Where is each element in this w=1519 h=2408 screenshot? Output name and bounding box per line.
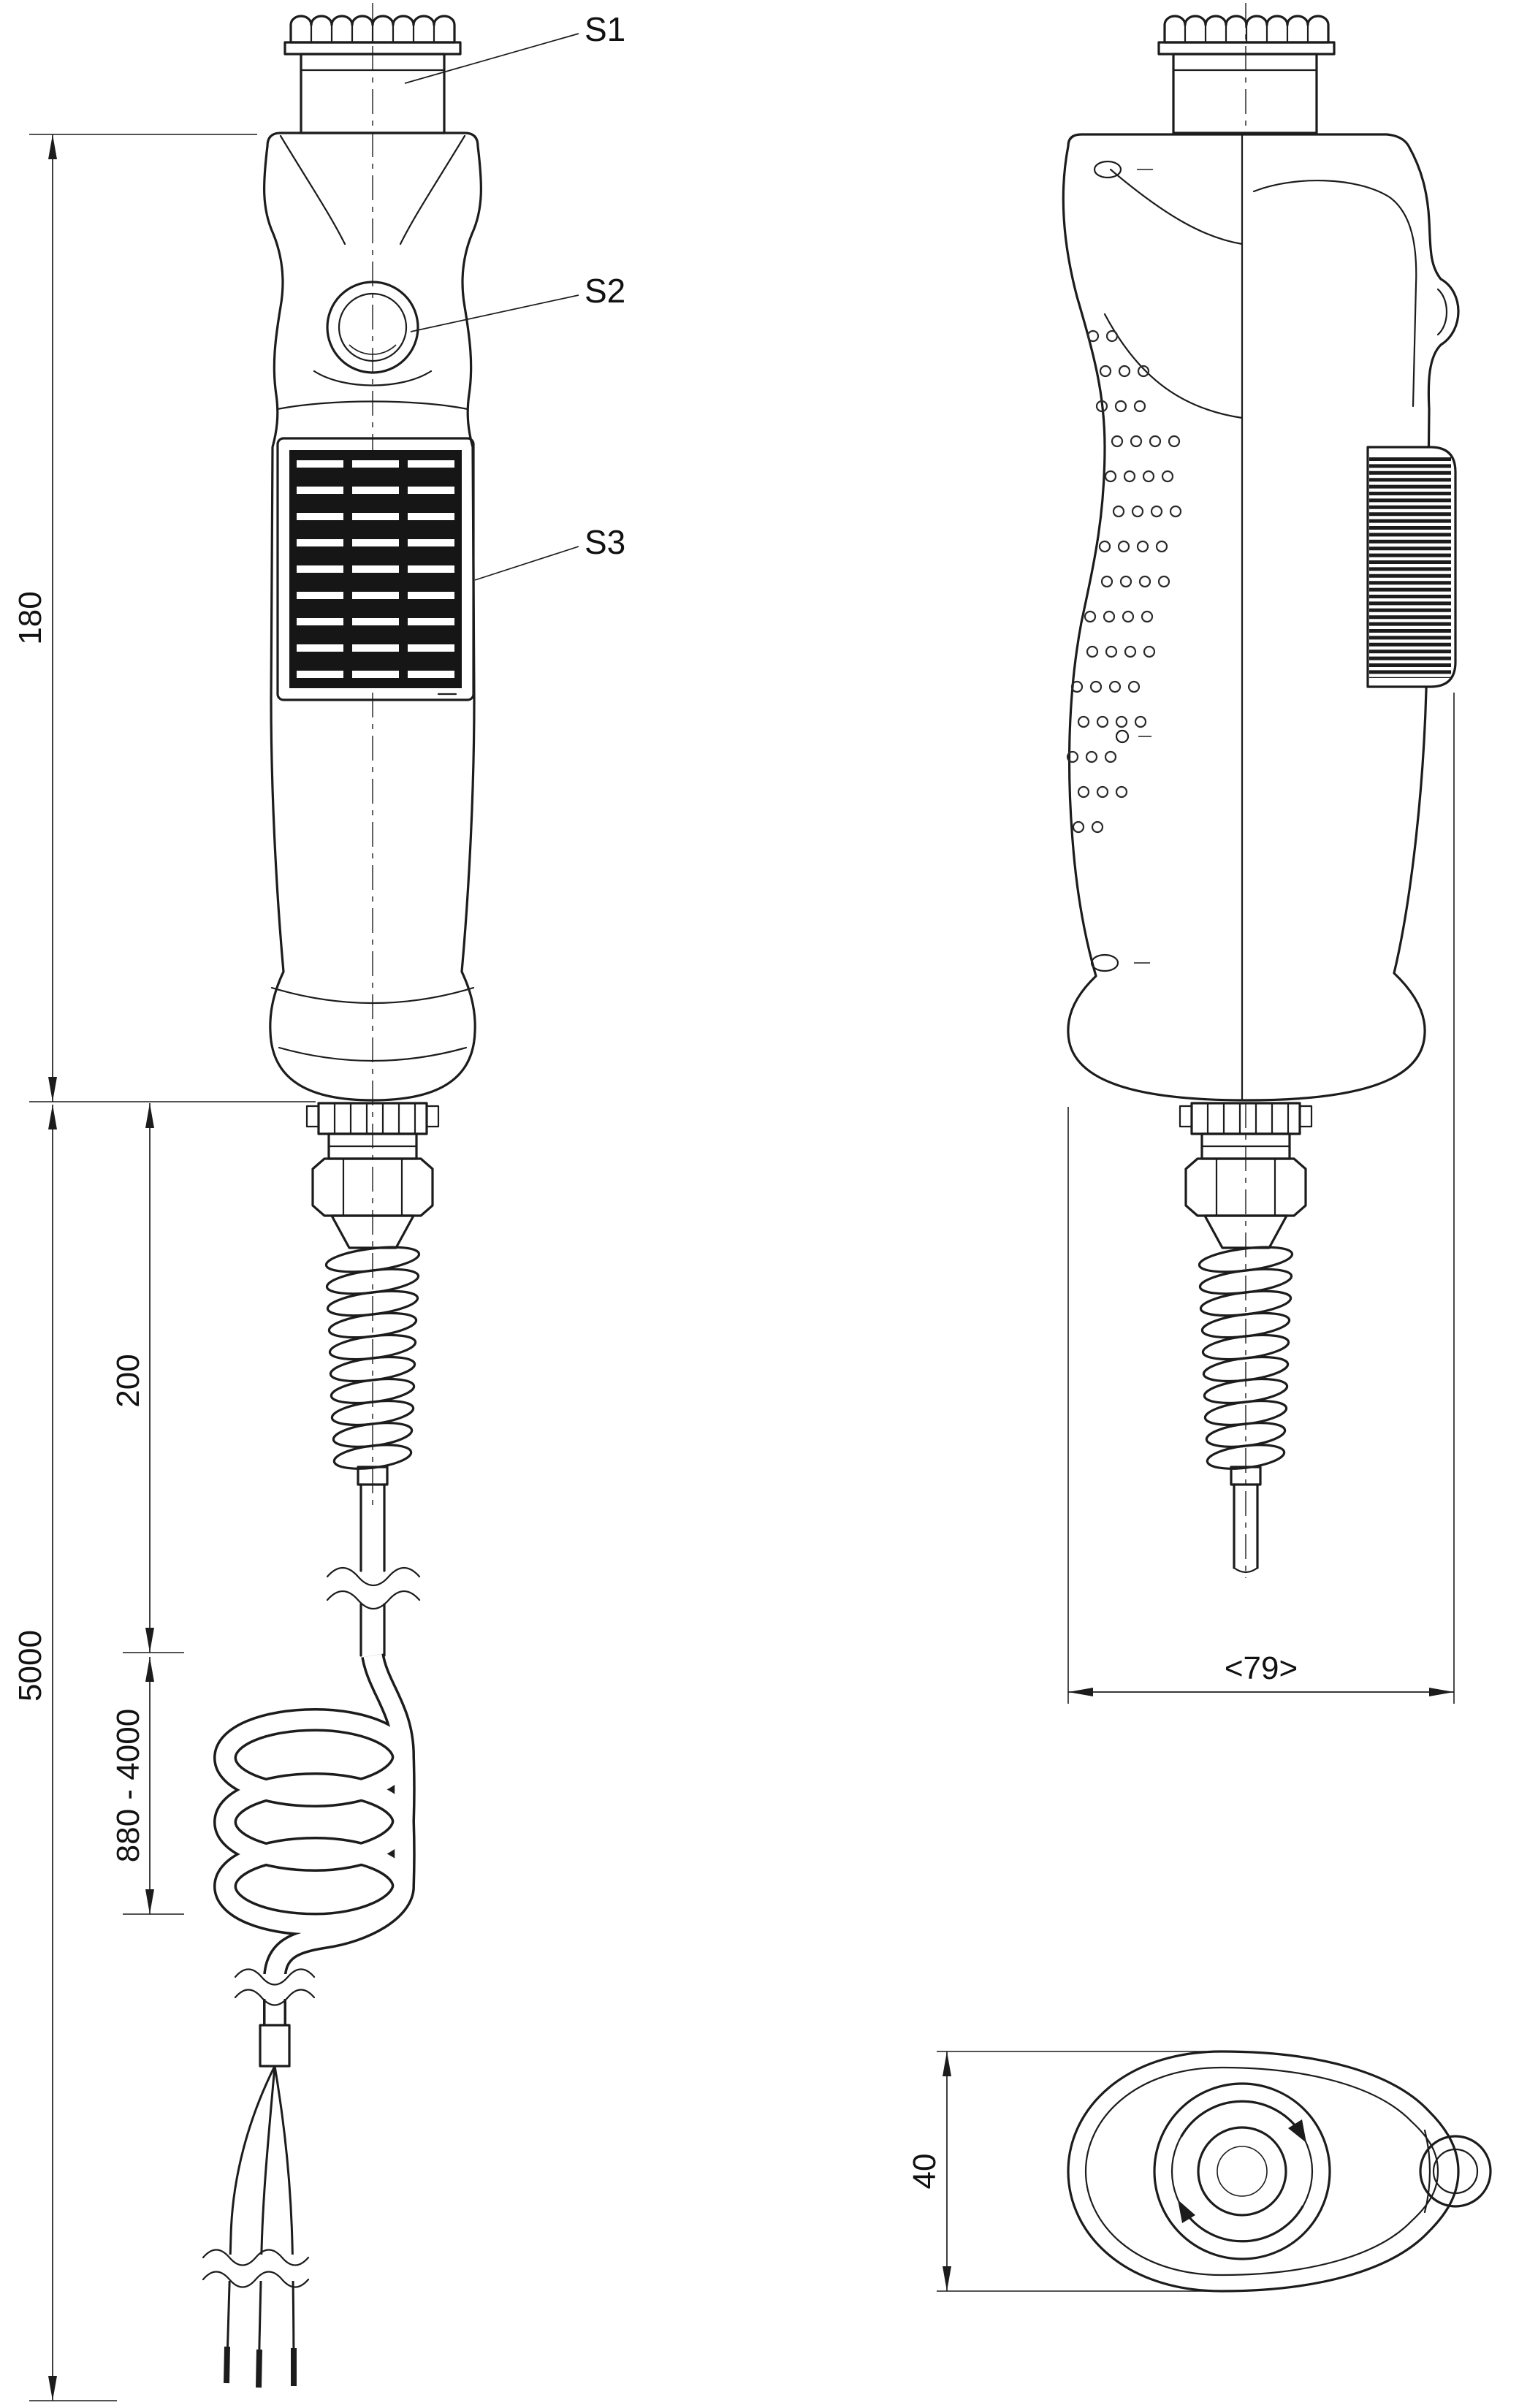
dim-label-180: 180 — [12, 591, 48, 644]
front-view — [202, 3, 483, 2388]
hex-nut-side — [1184, 1157, 1307, 1217]
s2-button-front — [326, 281, 419, 374]
dim-label-40: 40 — [907, 2154, 943, 2190]
callouts: S1 S2 S3 — [404, 10, 625, 581]
dimension-cable-total: 5000 — [12, 1105, 117, 2401]
dimension-body-width: 40 — [907, 2051, 1206, 2292]
dim-label-5000: 5000 — [12, 1630, 48, 1702]
break-line — [234, 1968, 316, 1986]
wire-tip — [224, 2346, 230, 2384]
callout-s1: S1 — [585, 10, 625, 48]
s3-rocker-front — [276, 437, 475, 701]
hex-nut-front — [311, 1157, 434, 1217]
housing-top-outline — [1067, 2050, 1460, 2293]
callout-s3: S3 — [585, 523, 625, 561]
screw-boss — [1090, 953, 1119, 972]
s2-button-side — [1436, 288, 1447, 336]
strain-relief-spring-front — [324, 1246, 421, 1486]
housing-front — [262, 132, 483, 1102]
cable-end-wires — [202, 2024, 310, 2388]
callout-s2: S2 — [585, 272, 625, 310]
dim-label-79: <79> — [1225, 1650, 1298, 1686]
s2-button-top — [1419, 2135, 1492, 2208]
housing-side — [1062, 133, 1460, 1102]
strain-relief-spring-side — [1198, 1246, 1294, 1486]
dimension-head-height: 180 — [12, 134, 316, 1102]
emergency-stop-top — [1153, 2082, 1331, 2260]
twist-release-arrow — [1180, 2205, 1304, 2243]
cable-jacket-end — [259, 2024, 291, 2068]
break-line — [326, 1566, 421, 1587]
break-line — [202, 2271, 310, 2288]
s3-rocker-side — [1366, 446, 1457, 688]
dimension-coil-section: 880 - 4000 — [110, 1657, 184, 1915]
dimension-body-depth: <79> — [1067, 693, 1455, 1704]
dimension-gland-section: 200 — [110, 1103, 184, 1653]
s1-cap-front — [283, 15, 462, 134]
leader-s1 — [404, 33, 579, 84]
top-view — [1067, 2050, 1492, 2293]
leader-s3 — [474, 546, 579, 581]
dim-label-880-4000: 880 - 4000 — [110, 1709, 146, 1862]
dim-label-200: 200 — [110, 1354, 146, 1407]
cable-gland-front — [305, 1102, 440, 1249]
grip-dot-texture — [1066, 329, 1182, 834]
screw-boss — [1093, 160, 1122, 179]
leader-s2 — [410, 294, 579, 332]
coiled-cord — [213, 1653, 416, 2025]
break-line — [234, 1989, 316, 2006]
pivot-mark — [1115, 729, 1130, 744]
break-line — [326, 1590, 421, 1610]
cable-side — [1233, 1483, 1259, 1574]
twist-release-arrow — [1180, 2100, 1304, 2138]
s1-cap-side — [1157, 15, 1336, 134]
bell-contour-lower — [278, 1046, 468, 1062]
cable-gland-side — [1179, 1102, 1313, 1249]
bell-contour-upper — [270, 986, 475, 1005]
cable-front — [326, 1483, 421, 1657]
dimensions: 180 5000 200 880 - 4000 — [12, 134, 1455, 2401]
side-view — [1062, 3, 1460, 1578]
break-line — [202, 2249, 310, 2266]
